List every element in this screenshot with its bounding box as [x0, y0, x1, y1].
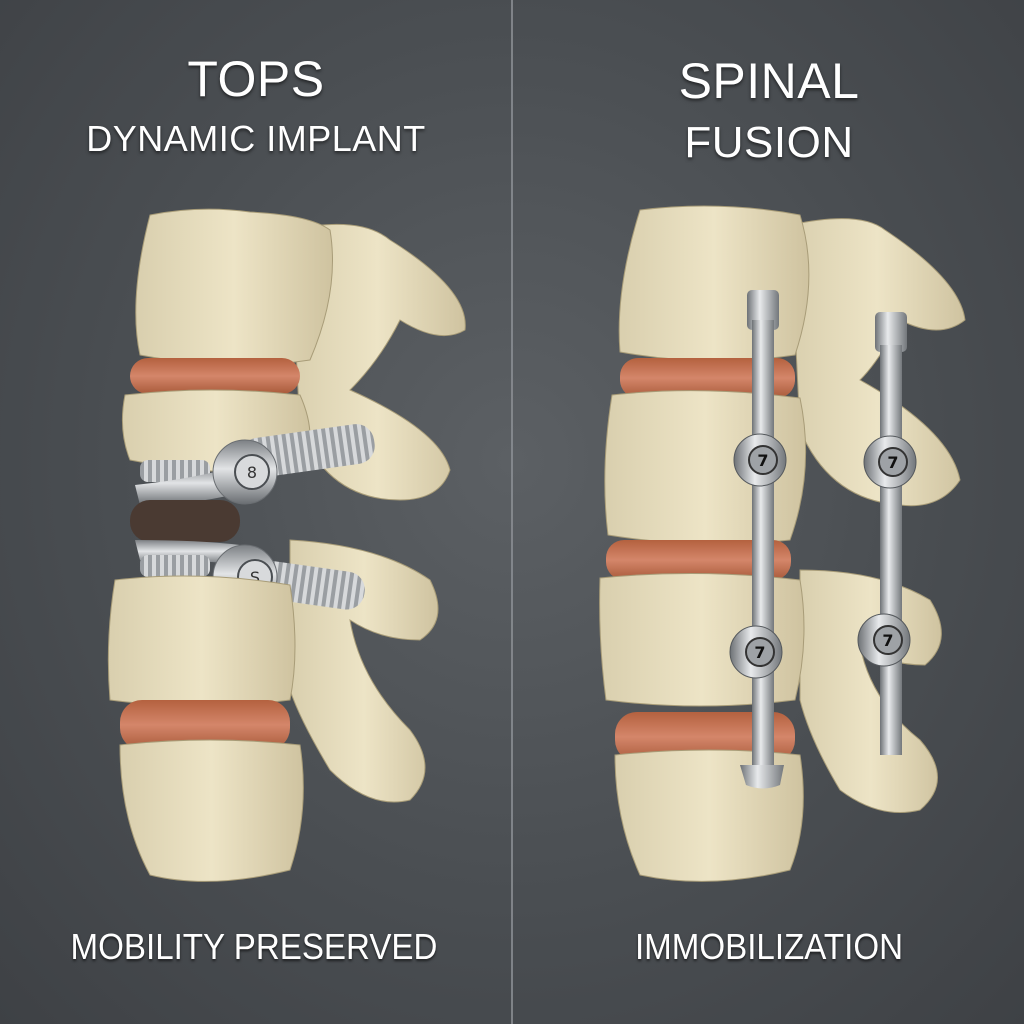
fusion-subtitle: FUSION	[684, 118, 854, 167]
svg-text:7: 7	[887, 453, 898, 472]
tops-panel: TOPS DYNAMIC IMPLANT	[70, 51, 466, 967]
fusion-caption: IMMOBILIZATION	[634, 926, 904, 967]
fusion-spine-illustration-icon: 7 7 7 7	[599, 205, 966, 882]
intervertebral-disc-1	[620, 358, 795, 398]
intervertebral-disc-3	[615, 712, 795, 762]
svg-text:S: S	[250, 568, 260, 587]
svg-text:7: 7	[754, 643, 765, 662]
tops-subtitle: DYNAMIC IMPLANT	[86, 118, 426, 159]
tops-caption: MOBILITY PRESERVED	[70, 926, 438, 967]
fusion-rod-left-icon: 7 7	[729, 290, 787, 789]
intervertebral-disc-2	[120, 700, 290, 750]
fusion-rod-right-icon: 7 7	[857, 312, 917, 755]
svg-text:8: 8	[247, 463, 257, 482]
vertebra-body-4	[119, 739, 304, 882]
svg-text:7: 7	[882, 631, 893, 650]
tops-spine-illustration-icon: 8 S	[107, 208, 466, 882]
fusion-title: SPINAL	[678, 53, 860, 109]
fusion-panel: SPINAL FUSION	[513, 0, 1024, 1024]
intervertebral-disc-1	[130, 358, 300, 394]
svg-text:7: 7	[757, 451, 768, 470]
vertebra-body-1	[135, 208, 333, 366]
vertebra-body-1	[618, 205, 810, 362]
intervertebral-disc-2	[606, 540, 791, 580]
tops-title: TOPS	[187, 51, 325, 107]
panel-divider	[511, 0, 513, 1024]
vertebra-body-3	[107, 575, 296, 707]
